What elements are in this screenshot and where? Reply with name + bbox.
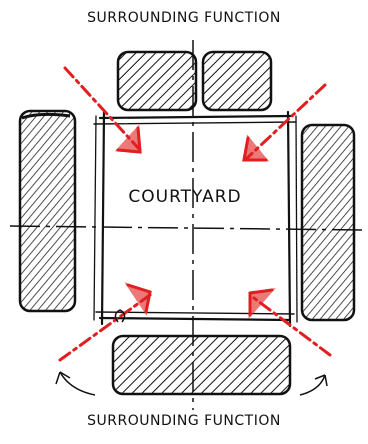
bottom-label: SURROUNDING FUNCTION: [87, 413, 281, 429]
left-block: [18, 109, 77, 313]
top-left-block: [116, 50, 198, 112]
movement-arrows: [55, 371, 328, 396]
top-right-block: [201, 50, 273, 112]
corner-loop: [114, 309, 126, 323]
arrow-top-right: [242, 83, 327, 162]
courtyard-outline: [93, 110, 298, 328]
view-arrows: [58, 66, 332, 362]
courtyard-label: COURTYARD: [128, 187, 242, 207]
top-label: SURROUNDING FUNCTION: [87, 10, 281, 26]
arrow-bottom-left: [58, 282, 152, 362]
axis-lines: [9, 40, 363, 410]
arrow-bottom-right: [248, 287, 332, 357]
bottom-block: [111, 334, 292, 396]
right-block: [300, 123, 356, 322]
arrow-top-left: [63, 66, 142, 154]
